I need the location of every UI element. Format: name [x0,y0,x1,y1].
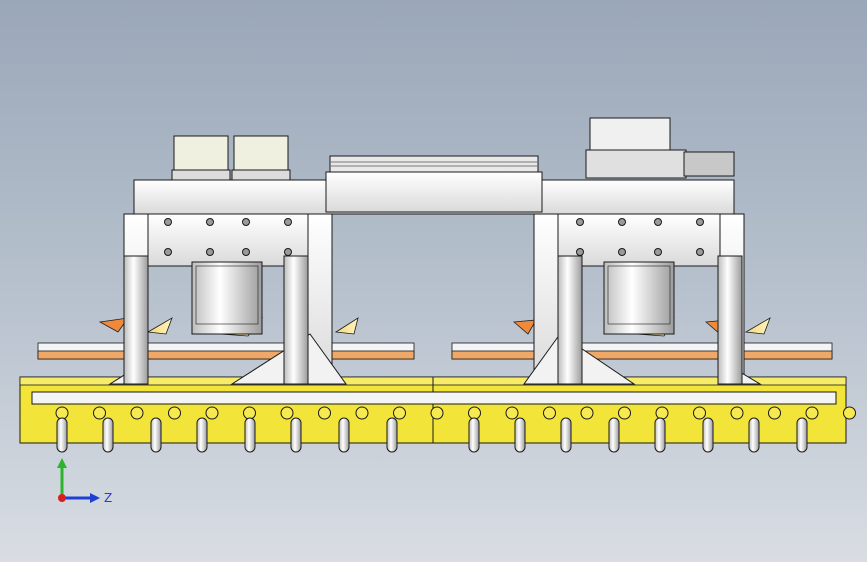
rail-hole [730,406,744,420]
frame-bolt [242,248,250,256]
frame-bolt [242,218,250,226]
top-crossbeam [133,155,735,215]
suction-nozzle [150,417,162,453]
lower-crossbar [31,391,837,405]
rail-hole [843,406,856,420]
rail-hole [93,406,106,420]
suction-nozzle [468,417,480,453]
suction-nozzle [290,417,302,453]
suction-nozzle [56,417,68,453]
frame-bolts [164,218,704,256]
suction-nozzle [796,417,808,453]
rail-hole [168,406,181,420]
frame-bolt [696,248,704,256]
suction-nozzle [244,417,256,453]
rail-hole [543,406,556,420]
rail-hole [805,406,819,420]
z-axis-arrowhead [90,493,100,503]
frame-bolt [576,218,584,226]
frame-bolt [206,248,214,256]
rail-hole [355,406,369,420]
rail-hole [655,406,669,420]
rail-hole [618,406,631,420]
suction-nozzle [748,417,760,453]
suction-nozzle [608,417,620,453]
rail-hole [430,406,444,420]
frame-bolt [654,248,662,256]
suction-nozzle [338,417,350,453]
rail-holes [55,406,856,420]
valve-manifold-right [585,117,735,179]
right-gantry [523,213,762,385]
rail-hole [693,406,706,420]
frame-bolt [618,248,626,256]
rail-hole [280,406,294,420]
suction-nozzle [196,417,208,453]
suction-nozzle [654,417,666,453]
rail-hole [55,406,69,420]
rail-hole [318,406,331,420]
origin-marker [58,494,66,502]
y-axis-arrowhead [57,458,67,468]
frame-bolt [654,218,662,226]
frame-bolt [696,218,704,226]
frame-bolt [618,218,626,226]
rail-hole [468,406,481,420]
frame-bolt [164,248,172,256]
suction-nozzle [386,417,398,453]
rail-hole [505,406,519,420]
orange-conveyor-strips [37,342,833,360]
suction-nozzle [702,417,714,453]
view-orientation-triad-icon: Z [57,458,112,505]
frame-bolt [284,248,292,256]
frame-bolt [164,218,172,226]
frame-bolt [284,218,292,226]
frame-bolt [576,248,584,256]
z-axis-label: Z [104,491,112,505]
rail-hole [205,406,219,420]
rail-hole [393,406,406,420]
suction-nozzle [102,417,114,453]
valve-boxes-left [171,135,291,181]
rail-hole [130,406,144,420]
suction-nozzles [56,417,808,453]
rail-hole [580,406,594,420]
suction-nozzle [514,417,526,453]
rail-hole [243,406,256,420]
suction-nozzle [560,417,572,453]
frame-bolt [206,218,214,226]
rail-hole [768,406,781,420]
